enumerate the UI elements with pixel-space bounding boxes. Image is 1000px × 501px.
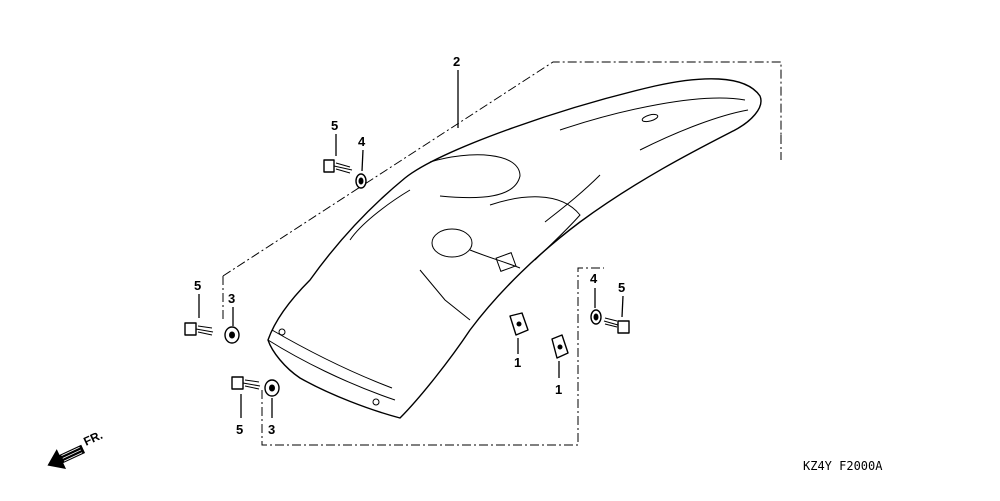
callout-3-lower: 3: [268, 422, 275, 437]
direction-label: FR.: [81, 428, 104, 449]
washer-lower: [264, 379, 280, 397]
clip-nut-left: [509, 312, 529, 336]
callout-1-left: 1: [514, 355, 521, 370]
assembly-frame-bottom: [261, 267, 604, 446]
callout-3-left: 3: [228, 291, 235, 306]
bolt-left: [184, 322, 214, 336]
clip-nut-right: [551, 334, 569, 359]
bolt-upper: [323, 159, 353, 174]
callout-4-right: 4: [590, 271, 598, 286]
washer-upper: [355, 173, 367, 189]
callout-5-lower: 5: [236, 422, 243, 437]
callout-1-right: 1: [555, 382, 562, 397]
bolt-lower: [231, 376, 261, 390]
rear-fender: [267, 78, 762, 419]
callout-2: 2: [453, 54, 460, 69]
washer-right: [590, 309, 602, 325]
front-direction-arrow-icon: [47, 444, 86, 469]
callout-5-right: 5: [618, 280, 625, 295]
callout-5-upper: 5: [331, 118, 338, 133]
callout-4-upper: 4: [358, 134, 366, 149]
callout-5-left: 5: [194, 278, 201, 293]
leader-5d: [621, 295, 624, 318]
washer-left: [224, 326, 240, 344]
leader-4a: [361, 149, 364, 172]
bolt-right: [603, 317, 630, 334]
diagram-code: KZ4Y F2000A: [803, 459, 883, 473]
